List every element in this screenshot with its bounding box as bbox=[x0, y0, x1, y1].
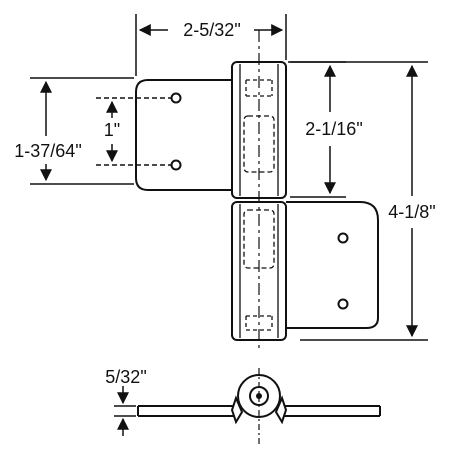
dim-overall-height bbox=[288, 61, 428, 341]
dim-overall-width bbox=[135, 14, 287, 76]
lower-leaf-holes bbox=[337, 232, 349, 310]
upper-hole-top bbox=[170, 92, 182, 104]
upper-hole-bottom bbox=[170, 159, 182, 171]
label-leaf-height: 1-37/64" bbox=[14, 141, 81, 161]
lower-leaf bbox=[286, 201, 379, 329]
label-overall-height: 4-1/8" bbox=[388, 202, 435, 222]
dim-leaf-thickness bbox=[114, 386, 136, 436]
label-leaf-thickness: 5/32" bbox=[105, 367, 146, 387]
upper-leaf-holes bbox=[170, 92, 182, 171]
dim-leaf-height bbox=[30, 77, 134, 185]
label-overall-width: 2-5/32" bbox=[183, 20, 240, 40]
dim-hole-spacing bbox=[96, 97, 172, 166]
lower-hole-top bbox=[337, 232, 349, 244]
upper-leaf bbox=[135, 79, 232, 191]
label-hole-spacing: 1" bbox=[104, 120, 120, 140]
label-upper-leaf-height: 2-1/16" bbox=[305, 119, 362, 139]
lower-hole-bottom bbox=[337, 298, 349, 310]
